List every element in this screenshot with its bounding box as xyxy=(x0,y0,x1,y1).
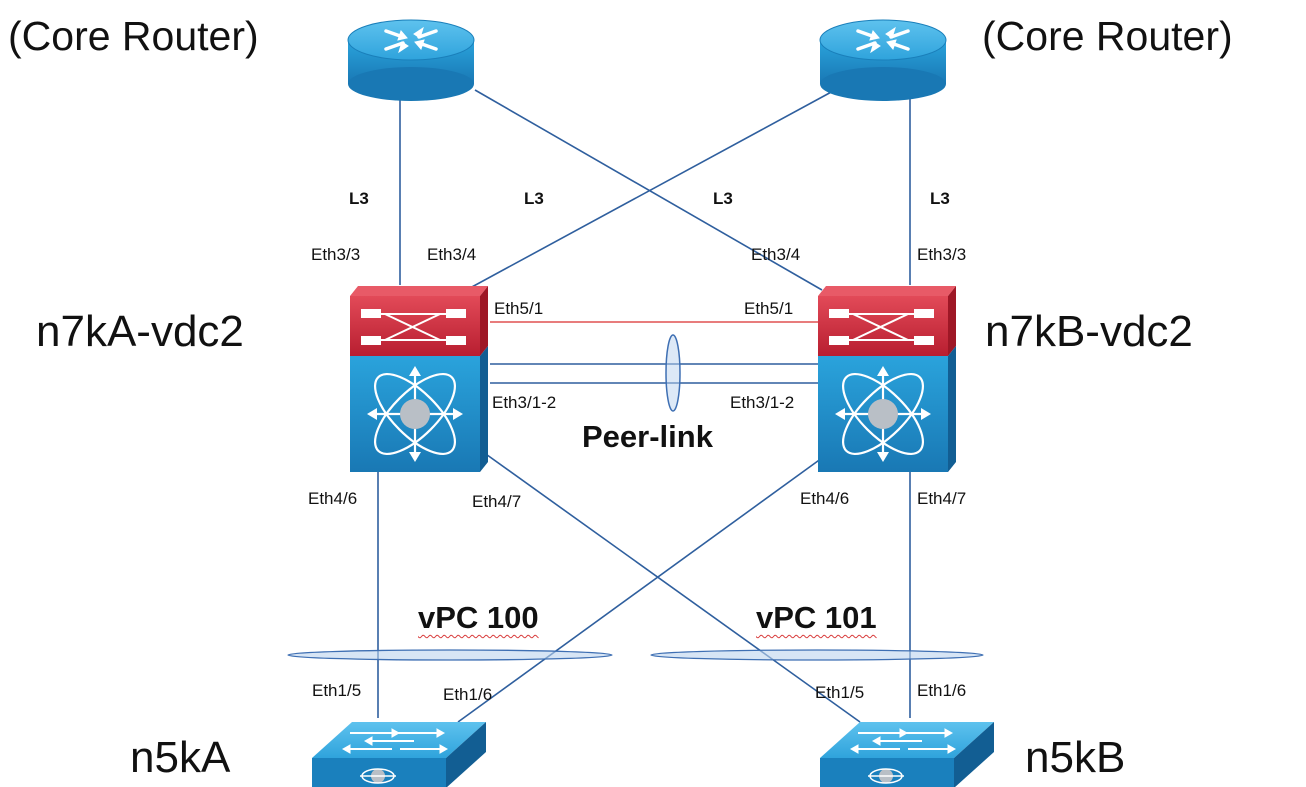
port-label: Eth3/3 xyxy=(917,245,967,264)
nexus5k-switch-icon xyxy=(312,722,486,787)
n7kb-label: n7kB-vdc2 xyxy=(985,307,1193,356)
port-label: Eth4/6 xyxy=(308,489,358,508)
router-icon xyxy=(819,19,947,101)
port-label: Eth1/5 xyxy=(312,681,362,700)
port-label: Eth4/7 xyxy=(917,489,967,508)
port-label: Eth5/1 xyxy=(494,299,544,318)
port-label: Eth1/5 xyxy=(815,683,865,702)
link-n7ka-eth4-7 xyxy=(482,451,861,723)
links xyxy=(377,89,911,723)
port-label: Eth5/1 xyxy=(744,299,794,318)
vpc-100-label: vPC 100 xyxy=(418,602,539,633)
router-icon xyxy=(347,19,475,101)
n5kb-label: n5kB xyxy=(1025,733,1126,782)
port-label: Eth1/6 xyxy=(917,681,967,700)
core-router-right-label: (Core Router) xyxy=(982,13,1233,59)
n7ka-label: n7kA-vdc2 xyxy=(36,307,244,356)
port-label: Eth3/4 xyxy=(427,245,477,264)
vpc-101-text: vPC 101 xyxy=(756,600,877,635)
vpc-101-bundle xyxy=(650,649,984,661)
port-label: Eth3/3 xyxy=(311,245,361,264)
peer-link-bundle xyxy=(665,334,681,412)
link-core-right-n7ka xyxy=(469,89,836,289)
nexus5k-switch-icon xyxy=(820,722,994,787)
l3-label: L3 xyxy=(349,189,369,208)
n5ka-label: n5kA xyxy=(130,733,231,782)
peer-link-label: Peer-link xyxy=(582,419,713,454)
link-core-left-n7kb xyxy=(474,89,823,291)
port-label: Eth4/7 xyxy=(472,492,522,511)
port-label: Eth3/1-2 xyxy=(730,393,795,412)
link-n7kb-eth4-6 xyxy=(457,457,823,723)
port-label: Eth4/6 xyxy=(800,489,850,508)
port-label: Eth3/4 xyxy=(751,245,801,264)
vpc-100-bundle xyxy=(287,649,613,661)
vpc-100-text: vPC 100 xyxy=(418,600,539,635)
l3-label: L3 xyxy=(713,189,733,208)
core-router-left-label: (Core Router) xyxy=(8,13,259,59)
port-label: Eth1/6 xyxy=(443,685,493,704)
l3-label: L3 xyxy=(930,189,950,208)
port-label: Eth3/1-2 xyxy=(492,393,557,412)
nexus7k-switch-icon xyxy=(350,286,488,472)
l3-label: L3 xyxy=(524,189,544,208)
vpc-101-label: vPC 101 xyxy=(756,602,877,633)
nexus7k-switch-icon xyxy=(818,286,956,472)
